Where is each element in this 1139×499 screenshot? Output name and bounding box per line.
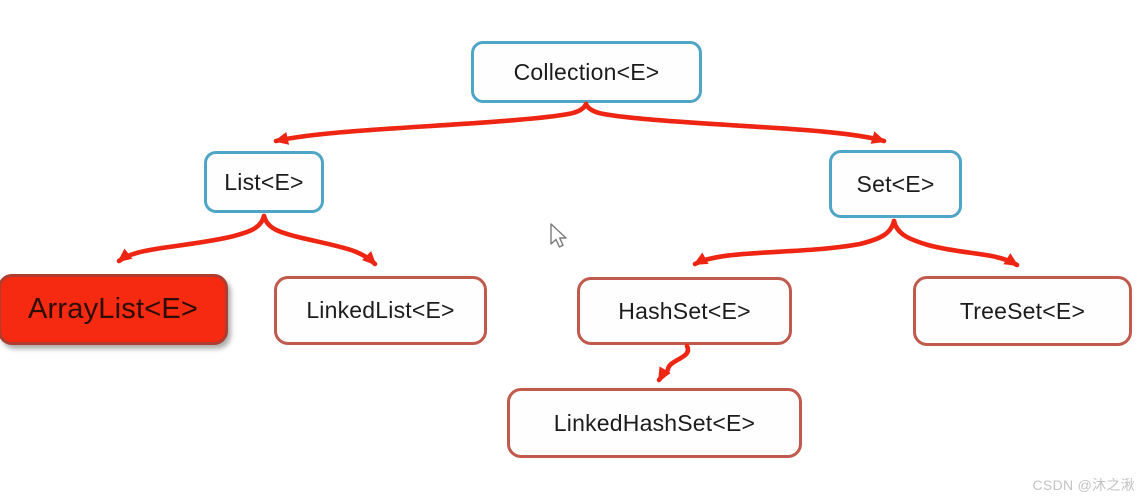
node-treeset: TreeSet<E> <box>913 276 1132 346</box>
csdn-watermark: CSDN @沐之湫 <box>1032 477 1135 493</box>
node-linkedlist: LinkedList<E> <box>274 276 487 345</box>
node-set: Set<E> <box>829 150 962 218</box>
node-arraylist: ArrayList<E> <box>0 274 228 345</box>
node-linkedlist-label: LinkedList<E> <box>306 297 455 323</box>
node-list: List<E> <box>204 151 324 213</box>
node-arraylist-label: ArrayList<E> <box>27 293 199 325</box>
node-linkedhashset: LinkedHashSet<E> <box>507 388 802 458</box>
edge-set-treeset <box>891 218 1020 268</box>
edge-list-arraylist <box>116 213 267 264</box>
edge-collection-set <box>583 101 887 144</box>
edge-set-hashset <box>692 218 897 267</box>
edge-list-linkedlist <box>261 213 378 267</box>
mouse-cursor-icon <box>550 223 567 248</box>
node-set-label: Set<E> <box>856 170 935 197</box>
edge-collection-list <box>273 101 589 145</box>
node-linkedhashset-label: LinkedHashSet<E> <box>553 409 756 436</box>
node-collection-label: Collection<E> <box>513 58 660 85</box>
node-list-label: List<E> <box>224 168 304 195</box>
node-hashset-label: HashSet<E> <box>618 297 751 324</box>
node-hashset: HashSet<E> <box>577 277 792 345</box>
node-collection: Collection<E> <box>471 41 702 103</box>
node-treeset-label: TreeSet<E> <box>959 297 1086 324</box>
edge-hashset-linkedhashset <box>656 343 691 383</box>
